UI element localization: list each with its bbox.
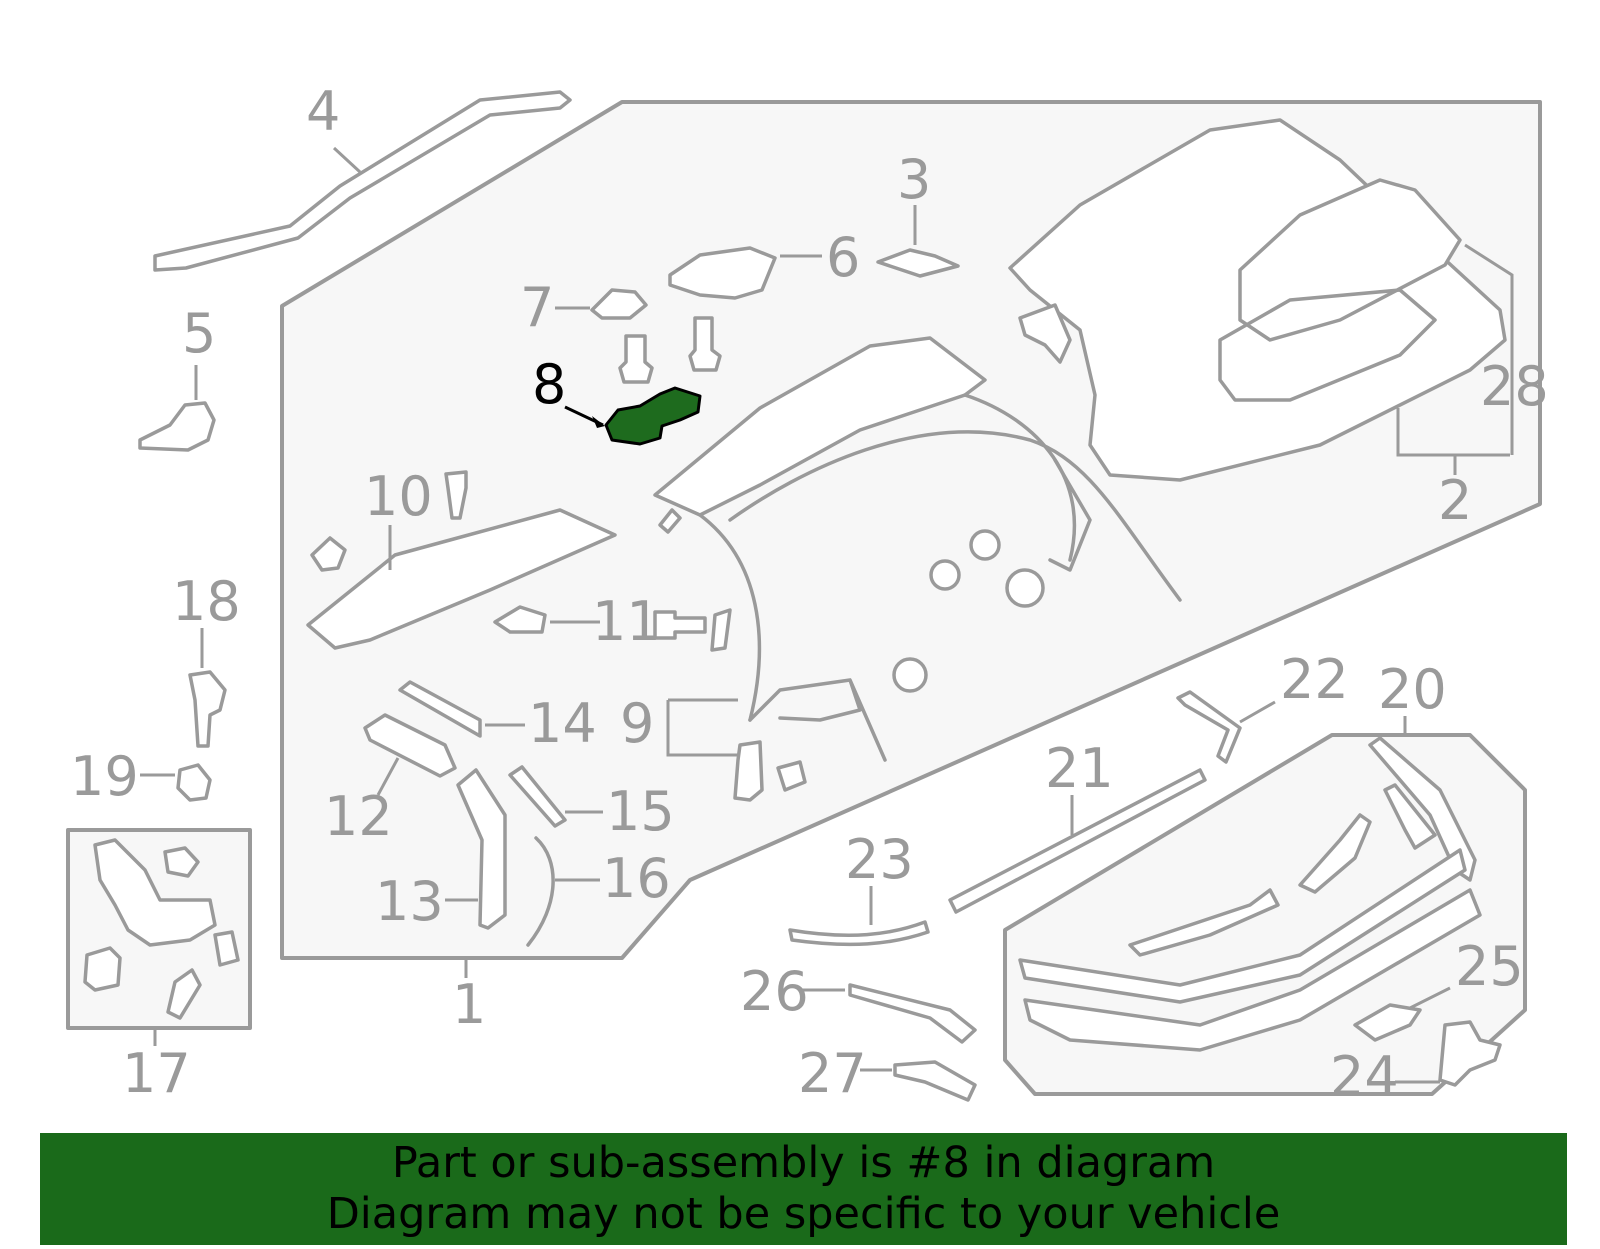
part-19-clip (176, 763, 212, 802)
part-11-pad (493, 605, 547, 634)
callout-18: 18 (172, 570, 241, 633)
part-11-tab (710, 608, 732, 652)
part-17-cylinder (213, 930, 240, 967)
part-25-bracket (1353, 1003, 1422, 1042)
callout-10: 10 (364, 465, 433, 528)
callout-27: 27 (798, 1042, 867, 1105)
top-frame-bow-inner (728, 430, 1182, 602)
callout-3: 3 (897, 148, 931, 211)
fastener-round-1 (929, 559, 961, 591)
part-20-corner-bracket (1383, 783, 1437, 850)
fastener-round-2 (969, 529, 1001, 561)
fastener-round-4 (892, 657, 928, 693)
part-22-bracket (1176, 690, 1242, 764)
callout-24: 24 (1330, 1045, 1399, 1108)
bolt-right (688, 316, 722, 372)
callout-25: 25 (1455, 935, 1524, 998)
callout-22: 22 (1280, 648, 1349, 711)
callout-11: 11 (592, 590, 661, 653)
part-20-inner-bracket-1 (1128, 888, 1280, 957)
part-12-bracket (363, 713, 457, 778)
part-17-cap (163, 846, 200, 878)
callout-5: 5 (182, 302, 216, 365)
callout-8-highlighted: 8 (532, 353, 566, 416)
info-banner: Part or sub-assembly is #8 in diagram Di… (40, 1133, 1567, 1245)
part-3-pad (876, 248, 960, 278)
soft-top-inner-outline (1218, 288, 1437, 402)
part-17-block (83, 946, 122, 992)
part-14-strip (398, 680, 482, 738)
part-20-inner-bracket-2 (1298, 813, 1372, 894)
fastener-round-3 (1005, 568, 1045, 608)
callout-12: 12 (324, 785, 393, 848)
callout-2: 2 (1438, 469, 1472, 532)
part-20-mid-frame (1018, 848, 1467, 1004)
part-9-bracket-leader (666, 698, 738, 757)
callout-20: 20 (1378, 658, 1447, 721)
part-26-trim (848, 983, 977, 1044)
part-17-latch-body (93, 838, 217, 947)
part-18-clip (188, 670, 227, 748)
part-10-screw (444, 470, 468, 520)
callout-1: 1 (452, 973, 486, 1036)
part-16-seal (526, 836, 555, 947)
part-27-trim (893, 1060, 977, 1102)
part-10-trim-panel (306, 508, 617, 650)
callout-28: 28 (1480, 355, 1549, 418)
banner-line-1: Part or sub-assembly is #8 in diagram (391, 1138, 1216, 1188)
callout-26: 26 (740, 960, 809, 1023)
top-frame-bow-outer (698, 393, 1077, 722)
callout-9: 9 (620, 692, 654, 755)
part-9-connector (776, 760, 807, 792)
part-21-weatherstrip (948, 768, 1207, 914)
part-20-upper-rail (1368, 736, 1477, 882)
part-24-bracket (1438, 1020, 1502, 1087)
part-11-bolt (653, 610, 707, 640)
bolt-left (618, 334, 654, 384)
small-tab (658, 508, 682, 534)
part-10-push-clip (310, 536, 347, 572)
top-frame-panel (653, 336, 987, 517)
part-5-bracket (138, 401, 216, 452)
part-23-seal (788, 920, 930, 947)
part-17-rod (166, 968, 202, 1020)
top-frame-side-rail (1048, 458, 1092, 572)
part-6-bracket (668, 246, 777, 300)
part-9-sensor (733, 740, 764, 802)
part-15-strip (508, 765, 567, 828)
part-13-pillar-trim (456, 768, 507, 930)
part-20-lower-frame (1023, 888, 1482, 1052)
soft-top-flap (1018, 303, 1072, 364)
part-7-clip (590, 288, 648, 320)
top-frame-arm (748, 678, 887, 762)
callout-19: 19 (70, 745, 139, 808)
callout-17: 17 (122, 1042, 191, 1105)
callout-7: 7 (520, 276, 554, 339)
callout-4: 4 (306, 80, 340, 143)
callout-16: 16 (602, 847, 671, 910)
banner-line-2: Diagram may not be specific to your vehi… (326, 1189, 1281, 1239)
callout-15: 15 (606, 780, 675, 843)
callout-23: 23 (845, 828, 914, 891)
callout-14: 14 (528, 692, 597, 755)
part-4-weatherstrip (153, 90, 572, 272)
callout-21: 21 (1045, 737, 1114, 800)
callout-6: 6 (826, 226, 860, 289)
part-8-highlighted-bracket (604, 386, 702, 446)
callout-13: 13 (375, 870, 444, 933)
